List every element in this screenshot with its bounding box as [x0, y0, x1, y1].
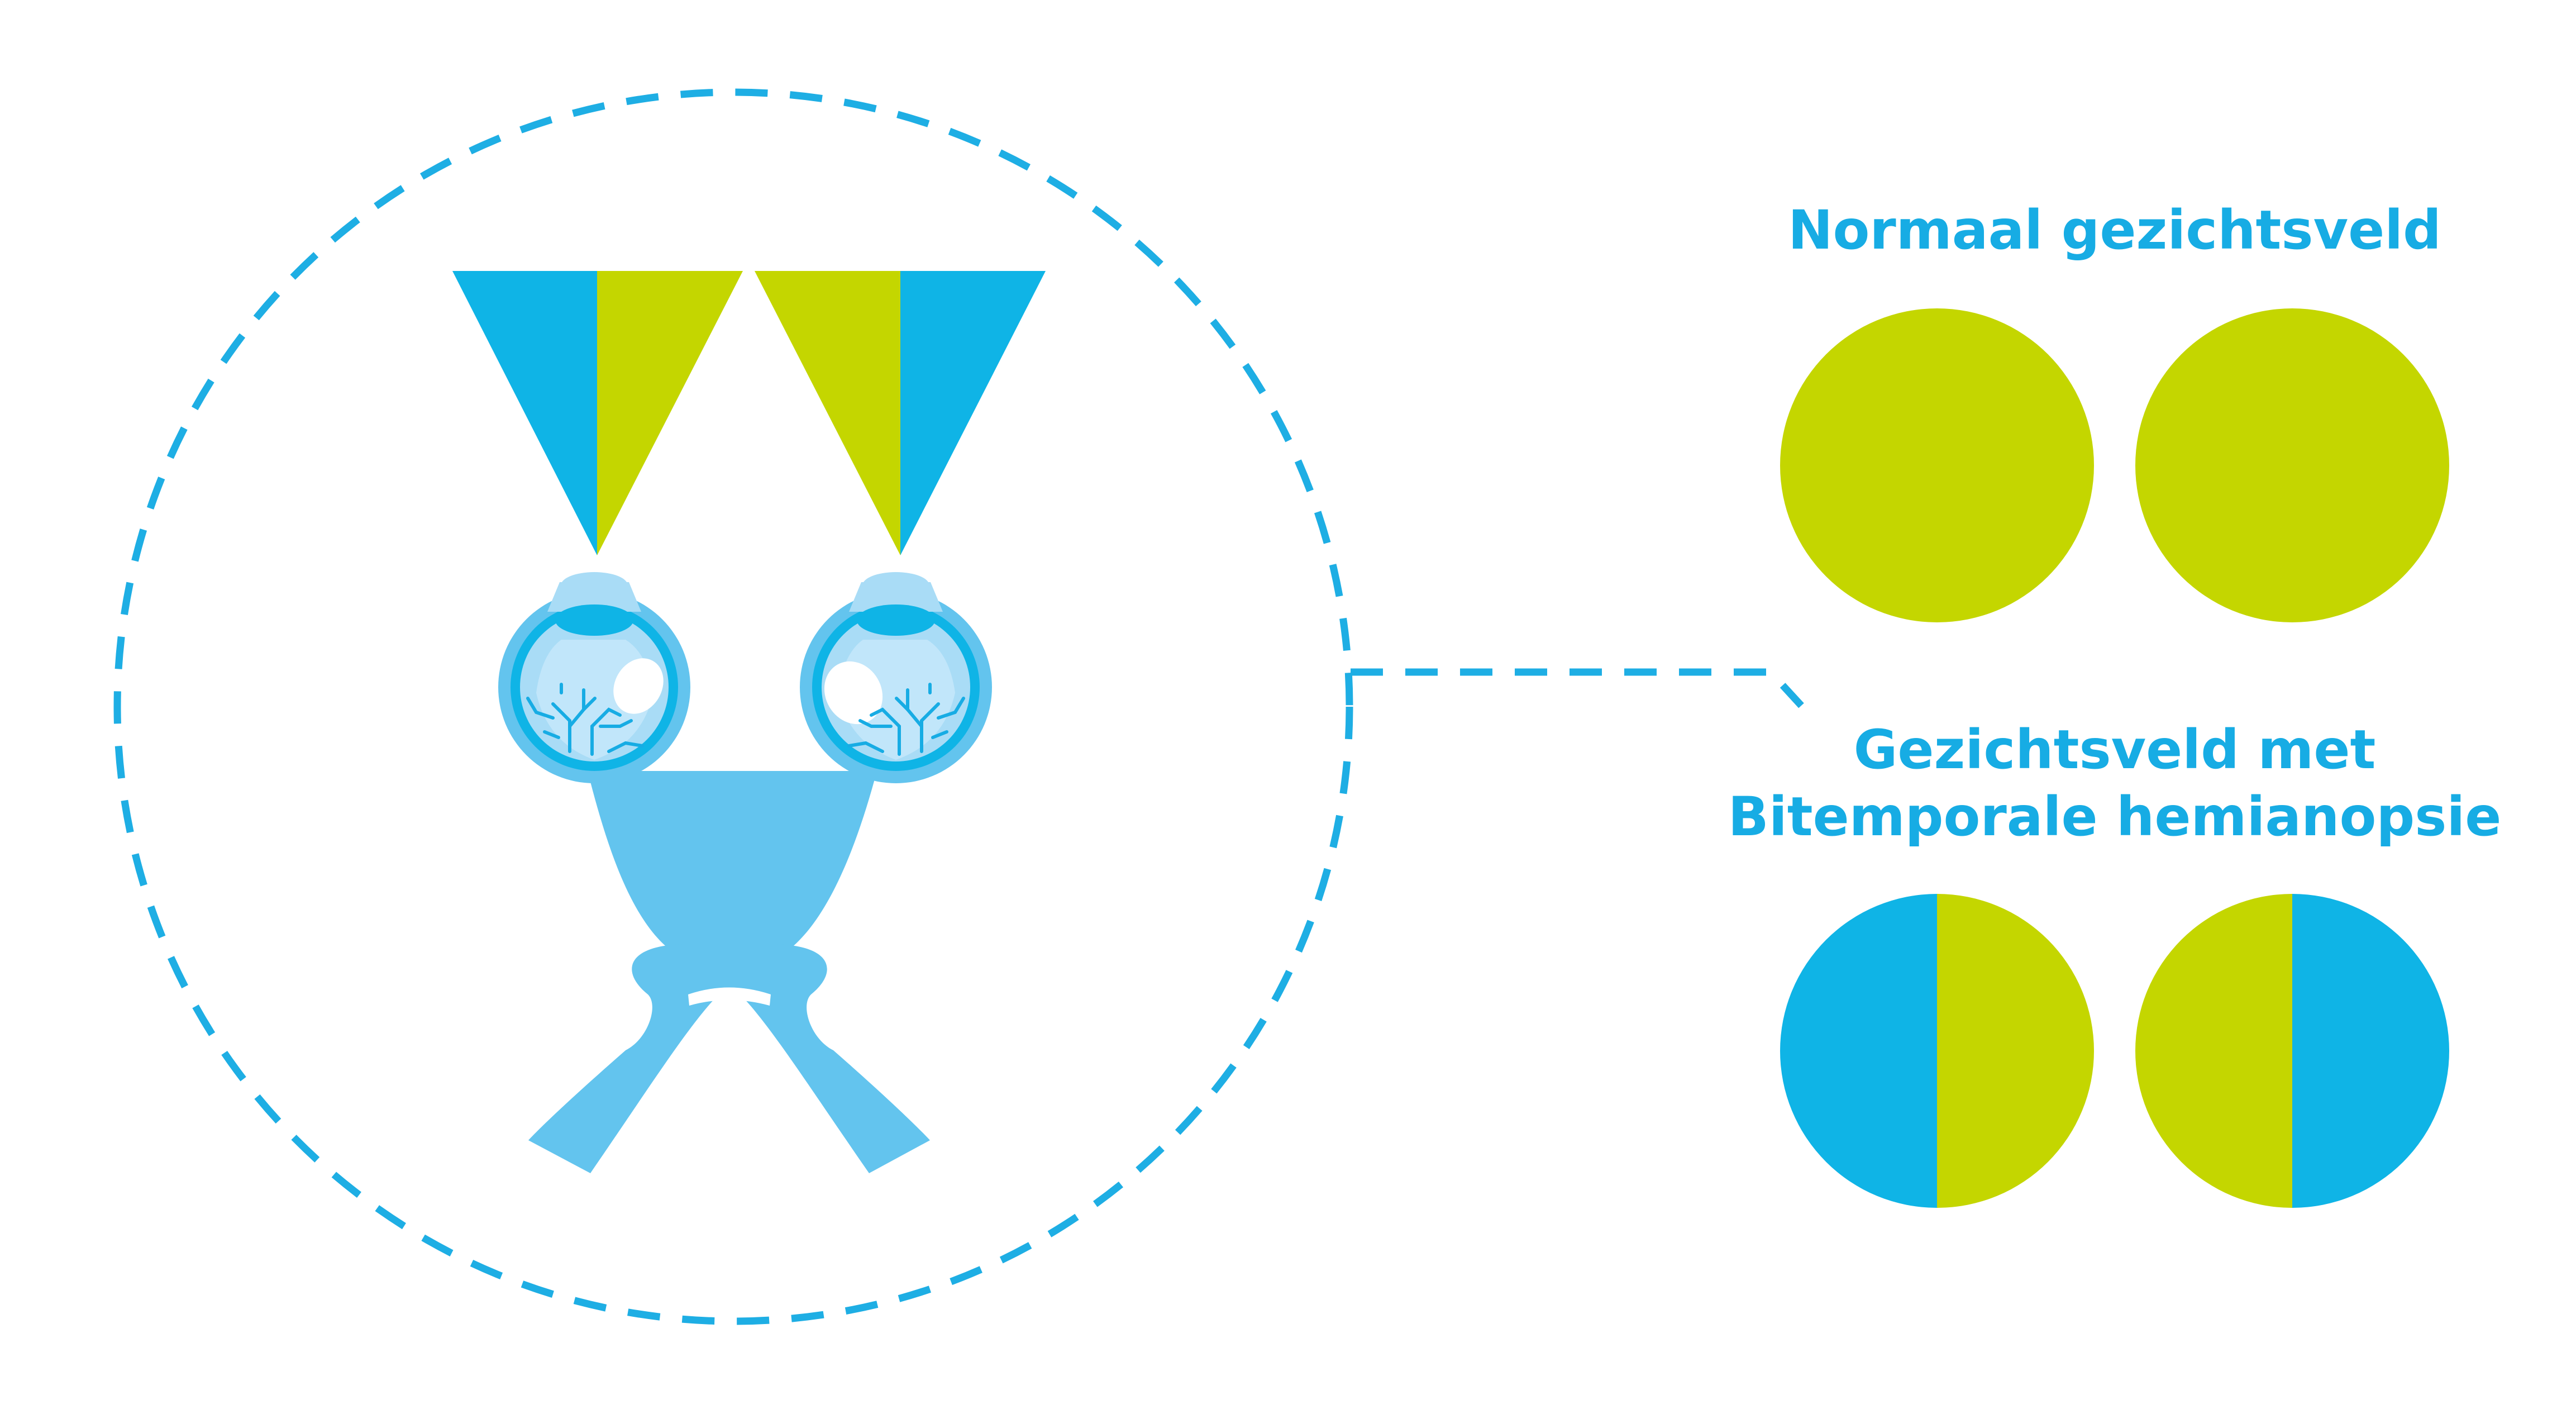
- eye-icon: [498, 572, 690, 783]
- normal-field-title: Normaal gezichtsveld: [1788, 199, 2441, 261]
- left-cone-nasal: [597, 271, 743, 555]
- magnifier-dashed-circle: [113, 88, 1353, 1325]
- eye-icon: [800, 572, 992, 783]
- normal-left-eye-field: [1780, 308, 2094, 622]
- bitemporal-title-line2: Bitemporale hemianopsie: [1728, 785, 2502, 848]
- right-cone-nasal: [755, 271, 900, 555]
- bitemporal-left-eye-field: [1780, 894, 2094, 1208]
- bitemporal-right-eye-field: [2135, 894, 2449, 1208]
- optic-chiasm-icon: [528, 771, 930, 1173]
- bitemporal-title-line1: Gezichtsveld met: [1854, 718, 2376, 781]
- connector-dashed-line: [1351, 668, 1804, 708]
- visual-cone-icon: [452, 271, 1046, 555]
- normal-right-eye-field: [2135, 308, 2449, 622]
- right-cone-temporal: [900, 271, 1046, 555]
- left-cone-temporal: [452, 271, 597, 555]
